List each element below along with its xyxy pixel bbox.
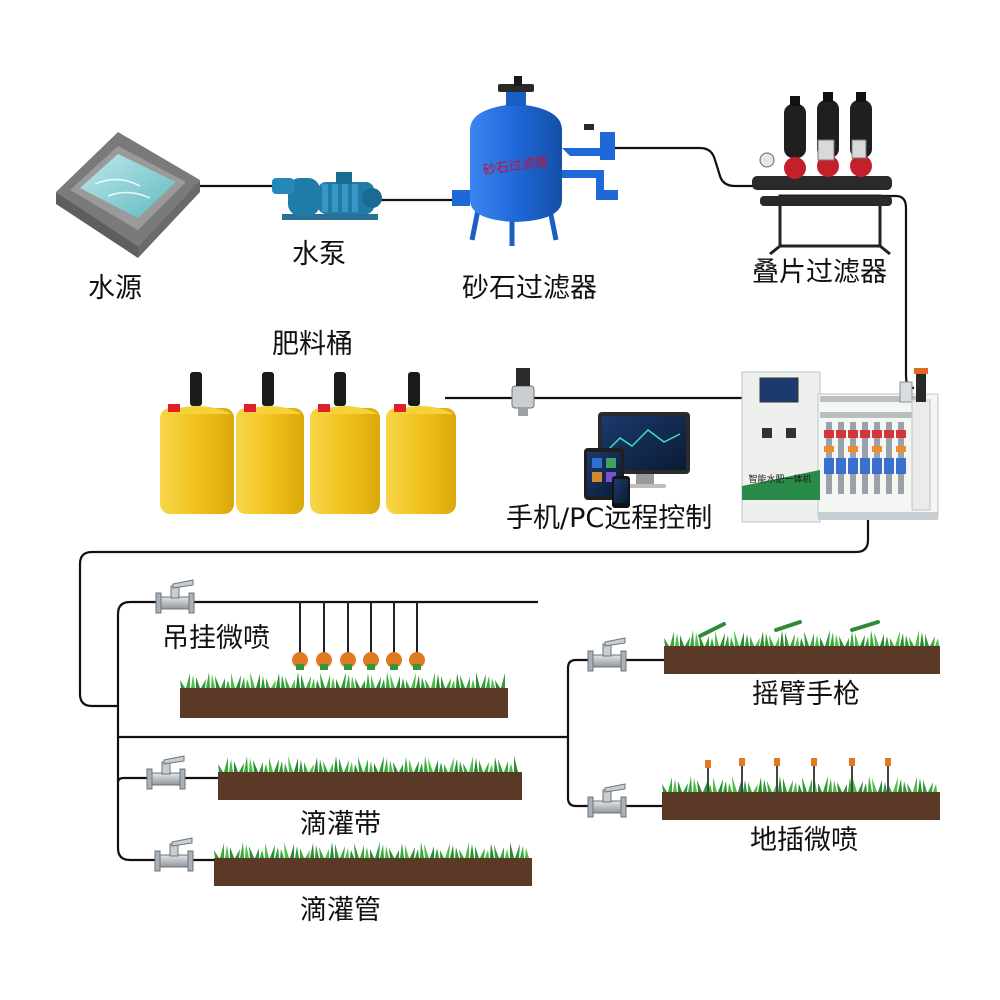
controller-plate-text: 智能水肥一体机 [748,473,811,485]
pipe-sand-to-disc-filter [615,146,760,188]
label-hanging-micro-spray: 吊挂微喷 [162,623,270,654]
pipe-disc-filter-to-controller [880,194,915,390]
pipe-branch-drip-tape [116,776,230,783]
soil-bed [180,646,940,886]
fertilizer-bucket-icon [160,372,456,514]
label-disc-filter: 叠片过滤器 [752,257,887,288]
label-water-source: 水源 [88,273,142,304]
controller-icon: 智能水肥一体机 [741,368,939,523]
grass [180,630,939,858]
pipe-controller-main-return [78,500,870,708]
label-ground-micro-spray: 地插微喷 [750,825,858,856]
solenoid-valve-icon [511,368,535,416]
sprinkler-icon [698,620,880,638]
device-icon [584,412,690,508]
label-water-pump: 水泵 [292,239,346,270]
sprinkler-icon [705,758,891,794]
label-rocker-spray-gun: 摇臂手枪 [752,679,860,710]
label-drip-tape: 滴灌带 [300,809,381,840]
pipe-network [78,146,915,862]
pipe-branch-right-trunk [566,658,664,808]
label-fertilizer-bucket: 肥料桶 [272,329,353,360]
label-remote-control: 手机/PC远程控制 [506,503,713,534]
water-pool-icon [56,132,200,258]
pump-icon [272,172,382,220]
disc-filter-icon [752,92,892,256]
label-drip-pipe: 滴灌管 [300,895,381,926]
sand-filter-icon: 砂石过滤器 [452,76,618,246]
sprinkler-icon [292,602,425,670]
pipe-branch-trunk [116,600,538,862]
label-sand-filter: 砂石过滤器 [462,273,597,304]
